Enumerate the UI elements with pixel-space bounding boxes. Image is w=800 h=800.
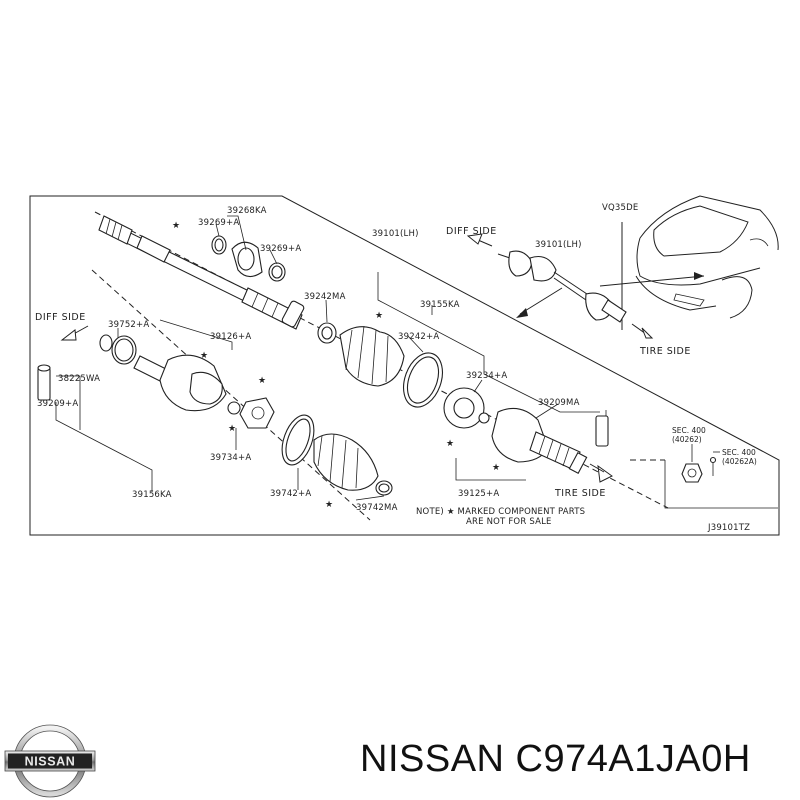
svg-text:★: ★ [492,463,500,473]
diagram-frame [29,195,780,536]
label-39742MA: 39742MA [356,503,398,513]
label-sec400-b: SEC. 400 [722,448,756,457]
label-sec400-b-num: (40262A) [722,457,757,466]
svg-text:★: ★ [325,500,333,510]
label-sec400-a: SEC. 400 [672,426,706,435]
svg-text:★: ★ [375,311,383,321]
label-39752A: 39752+A [108,320,149,330]
label-39155KA: 39155KA [420,300,460,310]
diff-side-top-arrow [466,233,483,245]
tire-side-top-label: TIRE SIDE [639,346,691,357]
note-line-1: NOTE) ★ MARKED COMPONENT PARTS [416,507,585,517]
label-39734A: 39734+A [210,453,251,463]
label-39209A: 39209+A [37,399,78,409]
label-39125A: 39125+A [458,489,499,499]
sec-400-hardware [630,444,778,509]
label-sec400-a-num: (40262) [672,435,702,444]
label-39101LH-main: 39101(LH) [372,229,419,239]
inner-boot-group [281,414,393,496]
svg-text:★: ★ [258,376,266,386]
small-boot-group [211,235,286,282]
diff-side-top-label: DIFF SIDE [446,226,497,237]
note-line-2: ARE NOT FOR SALE [466,517,552,527]
outer-boot-group [317,322,443,408]
svg-text:★: ★ [172,221,180,231]
label-38225WA: 38225WA [58,374,100,384]
nissan-logo: NISSAN [4,724,96,798]
diff-side-left-label: DIFF SIDE [35,312,86,323]
figure-code: J39101TZ [707,523,750,533]
logo-text: NISSAN [25,755,76,769]
inset-shaft [497,250,705,323]
inner-joint-housing [37,334,275,429]
tire-side-main-label: TIRE SIDE [554,488,606,499]
label-39269A-2: 39269+A [260,244,301,254]
outer-cv-joint [443,387,609,475]
svg-text:★: ★ [446,439,454,449]
engine-code: VQ35DE [602,203,638,213]
part-number-title: NISSAN C974A1JA0H [360,738,751,780]
star-markers: ★ ★ ★ ★ ★ ★ ★ ★ [172,221,500,510]
diff-side-left-arrow [60,329,77,341]
shaft-assembly [98,215,305,330]
label-39269A-1: 39269+A [198,218,239,228]
svg-text:★: ★ [228,424,236,434]
label-39742A: 39742+A [270,489,311,499]
label-39242MA: 39242MA [304,292,346,302]
label-39234A: 39234+A [466,371,507,381]
label-39126A: 39126+A [210,332,251,342]
tire-side-main-arrow [597,464,613,483]
label-39101LH-inset: 39101(LH) [535,240,582,250]
tire-side-top-arrow [641,327,654,339]
leader-lines [55,215,607,501]
svg-text:★: ★ [200,351,208,361]
label-39209MA: 39209MA [538,398,580,408]
label-39268KA: 39268KA [227,206,267,216]
vehicle-inset [635,195,779,319]
label-39242A: 39242+A [398,332,439,342]
label-39156KA: 39156KA [132,490,172,500]
group-line-upper [91,269,371,521]
